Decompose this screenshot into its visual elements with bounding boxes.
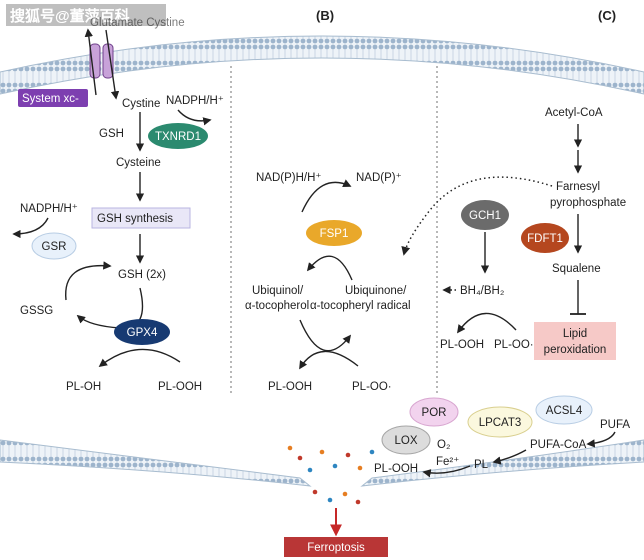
ferroptosis-box — [284, 537, 388, 557]
fe-label: Fe²⁺ — [436, 456, 459, 468]
lipid-peroxidation-label-1: Lipid — [563, 328, 587, 340]
fdft1-node — [521, 223, 569, 253]
gch1-label: GCH1 — [469, 210, 501, 222]
acsl4-node — [535, 395, 593, 425]
pl-ooh-label-b: PL-OOH — [268, 381, 312, 393]
pl-label: PL — [474, 459, 489, 471]
por-node — [409, 397, 459, 427]
gsh-synthesis-label: GSH synthesis — [97, 213, 173, 225]
gch1-node — [461, 200, 509, 230]
gpx4-node — [114, 319, 170, 345]
ubiquinone-label-2: α-tocopheryl radical — [310, 300, 411, 312]
por-label: POR — [422, 407, 447, 419]
membrane-pore-lipids — [287, 445, 375, 505]
gsr-label: GSR — [42, 241, 67, 253]
farnesyl-label-2: pyrophosphate — [550, 197, 626, 209]
lox-label: LOX — [394, 435, 417, 447]
nadph-label-b: NAD(P)H/H⁺ — [256, 172, 322, 184]
bh4-label: BH₄/BH₂ — [460, 285, 504, 297]
top-fragment-label: Glutamate Cystine — [90, 17, 185, 29]
gsh-label: GSH — [99, 128, 124, 140]
bottom-membrane-right — [360, 439, 644, 487]
pl-ooh-label-bottom: PL-OOH — [374, 463, 418, 475]
pufa-label: PUFA — [600, 419, 630, 431]
lox-node — [381, 425, 431, 455]
panel-c-header: (C) — [598, 8, 616, 23]
top-membrane — [0, 35, 644, 95]
fsp1-label: FSP1 — [320, 228, 349, 240]
pl-oo-label-c: PL-OO· — [494, 339, 534, 351]
acsl4-label: ACSL4 — [546, 405, 583, 417]
lipid-peroxidation-box — [534, 322, 616, 360]
pl-ooh-label-a: PL-OOH — [158, 381, 202, 393]
o2-label: O₂ — [437, 439, 450, 451]
ferroptosis-label: Ferroptosis — [307, 542, 365, 554]
nadph-label-a1: NADPH/H⁺ — [166, 95, 224, 107]
watermark-bg — [6, 4, 166, 26]
gssg-label: GSSG — [20, 305, 53, 317]
ubiquinol-label-1: Ubiquinol/ — [252, 285, 304, 297]
lipid-peroxidation-label-2: peroxidation — [544, 344, 607, 356]
farnesyl-label-1: Farnesyl — [556, 181, 600, 193]
lpcat3-label: LPCAT3 — [479, 417, 522, 429]
squalene-label: Squalene — [552, 263, 601, 275]
cystine-label: Cystine — [122, 98, 160, 110]
pl-ooh-label-c: PL-OOH — [440, 339, 484, 351]
gsh-synthesis-box — [91, 207, 191, 229]
gpx4-label: GPX4 — [127, 327, 158, 339]
pl-oh-label-a: PL-OH — [66, 381, 101, 393]
cysteine-label: Cysteine — [116, 157, 161, 169]
txnrd1-node — [148, 123, 208, 149]
fsp1-node — [306, 220, 362, 246]
system-xc-transporter-icon — [89, 43, 114, 79]
ubiquinone-label-1: Ubiquinone/ — [345, 285, 407, 297]
fdft1-label: FDFT1 — [527, 233, 563, 245]
ubiquinol-label-2: α-tocopherol — [245, 300, 309, 312]
watermark: 搜狐号@董萍百科 — [10, 7, 130, 25]
pufa-coa-label: PUFA-CoA — [530, 439, 587, 451]
system-xc-box — [18, 89, 88, 107]
panel-b-header: (B) — [316, 8, 334, 23]
bottom-membrane-left — [0, 439, 312, 487]
gsr-node — [31, 232, 77, 260]
pl-oo-label-b: PL-OO· — [352, 381, 392, 393]
nadph-label-a2: NADPH/H⁺ — [20, 203, 78, 215]
system-xc-label: System xc- — [22, 93, 79, 105]
nadp-label-b: NAD(P)⁺ — [356, 172, 402, 184]
acetyl-coa-label: Acetyl-CoA — [545, 107, 603, 119]
gsh-2x-label: GSH (2x) — [118, 269, 166, 281]
txnrd1-label: TXNRD1 — [155, 131, 201, 143]
lpcat3-node — [467, 406, 533, 438]
